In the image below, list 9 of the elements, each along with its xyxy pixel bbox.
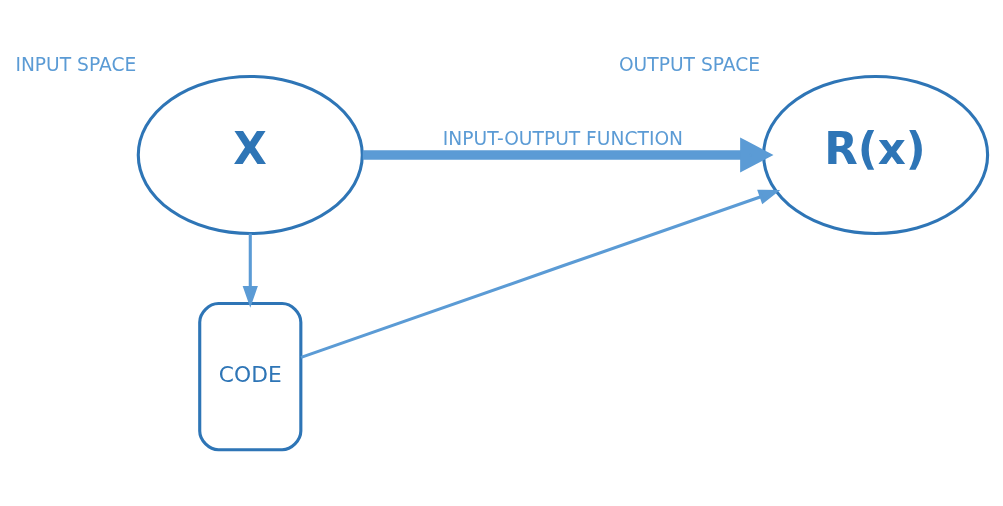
arrow bbox=[362, 137, 774, 173]
node-label: INPUT SPACE bbox=[15, 54, 137, 76]
edge-label: INPUT-OUTPUT FUNCTION bbox=[442, 128, 684, 150]
node-ellipse: X bbox=[136, 74, 364, 236]
node-ellipse: R(x) bbox=[762, 74, 990, 236]
node-box: CODE bbox=[198, 302, 303, 452]
node-label: OUTPUT SPACE bbox=[618, 54, 761, 76]
arrow bbox=[300, 189, 781, 359]
arrow bbox=[242, 233, 258, 308]
